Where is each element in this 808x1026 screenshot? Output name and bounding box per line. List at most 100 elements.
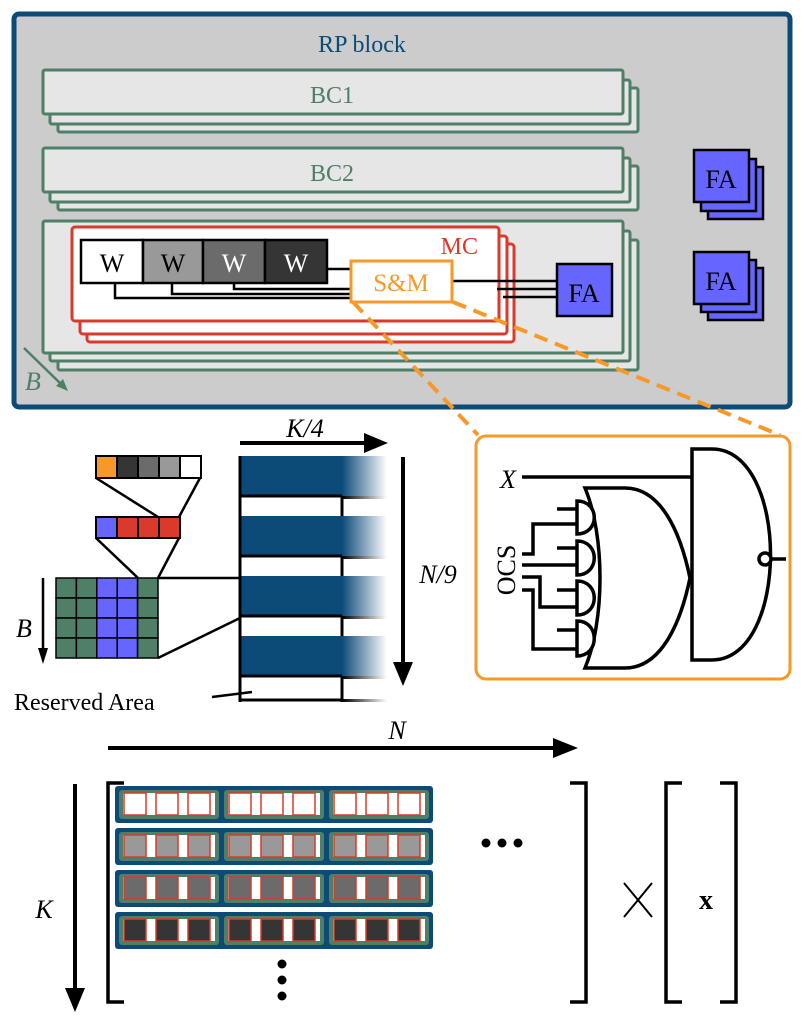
grid-cell [136,577,159,599]
matrix-cell [365,876,389,900]
matrix-cell [228,876,252,900]
weight-label: W [284,249,309,278]
matrix-cell [155,918,179,942]
grid-cell [116,597,139,619]
matrix-cell [187,918,211,942]
matrix-cell [228,834,252,858]
batch-label: B [25,367,41,396]
row-dim-label: N/9 [418,560,457,589]
reserved-area-label: Reserved Area [14,690,155,716]
bit-cell [179,455,202,479]
gate-detail: X OCS [474,434,792,681]
matrix-cell [260,792,284,816]
memory-row-fade [342,516,387,556]
memory-layout-detail: K/4 N/9 B Reserved Area [14,414,457,716]
matrix-cell [333,876,357,900]
weight-wires [113,267,557,300]
group-cell [137,516,160,539]
matrix-cell [260,876,284,900]
matrix-cell [260,834,284,858]
callout-lines [351,300,781,437]
matrix-cell [292,918,316,942]
memory-row [240,456,342,496]
matrix-cell [155,876,179,900]
matrix-cell [333,834,357,858]
k-dim-label: K [34,895,54,924]
matrix-cell [123,834,147,858]
vertical-ellipsis [277,959,287,1001]
grid-cell [136,637,159,659]
cell-grid [55,577,159,659]
fa-label: FA [705,267,737,296]
matrix-cell [228,918,252,942]
memory-array [238,456,387,702]
matrix-multiplication: N K x [34,716,738,1012]
x-input-label: X [499,465,517,494]
bit-column-bc1: BC1 [41,68,640,134]
bit-column-label: BC2 [310,161,354,187]
batch-arrow: B [23,347,68,396]
matrix-cell [397,918,421,942]
grid-cell [96,637,118,659]
group-cell [158,516,181,539]
rp-block-title: RP block [318,32,406,58]
ocs-label: OCS [492,545,521,596]
matrix-cell [397,876,421,900]
matrix-cell [365,918,389,942]
memory-row [240,516,342,556]
matrix-cell [292,876,316,900]
matrix-cell [365,792,389,816]
grid-cell [75,597,98,619]
group-cell [116,516,139,539]
bit-strip [95,455,202,479]
col-dim-label: K/4 [285,414,324,443]
matrix-cell [187,834,211,858]
batch-label: B [16,614,32,643]
bit-column-label: BC1 [310,83,354,109]
matrix-brackets [106,781,738,1004]
rp-block: RP block BC1 BC2 MC [11,11,793,410]
grid-cell [55,637,78,659]
vector-label: x [699,885,713,916]
bit-cell [95,455,118,479]
bit-column-bc2: BC2 [41,146,640,212]
matrix-cell [155,834,179,858]
weight-cells: W W W W [79,238,329,285]
matrix-cell [397,834,421,858]
matrix-cell [228,792,252,816]
times-symbol [623,882,653,918]
matrix-row [115,912,433,949]
fa-stack-2: FA [692,250,765,322]
weight-cell [79,238,145,285]
grid-cell [55,617,78,639]
logic-gates [522,447,786,670]
matrix-cell [292,792,316,816]
matrix-row [115,828,433,865]
grid-cell [116,617,139,639]
n-dim-label: N [387,716,407,745]
matrix-cell [123,918,147,942]
matrix-cell [397,792,421,816]
weight-cell [263,238,329,285]
matrix-cell [187,792,211,816]
group-strip [95,516,181,539]
matrix-cell [187,876,211,900]
grid-cell [75,637,98,659]
grid-cell [116,577,139,599]
fa-stack-1: FA [692,148,765,221]
memory-row [240,636,342,676]
grid-cell [136,617,159,639]
matrix-cell [123,876,147,900]
fa-label: FA [705,165,737,194]
matrix-cell [365,834,389,858]
weight-cell [201,238,267,285]
grid-cell [96,577,118,599]
weight-matrix [115,786,433,949]
matrix-cell [260,918,284,942]
memory-row-fade [342,456,387,496]
bit-cell [158,455,181,479]
macro-cell-label: MC [441,234,478,260]
grid-cell [75,617,98,639]
matrix-row [115,870,433,907]
memory-row [240,576,342,616]
